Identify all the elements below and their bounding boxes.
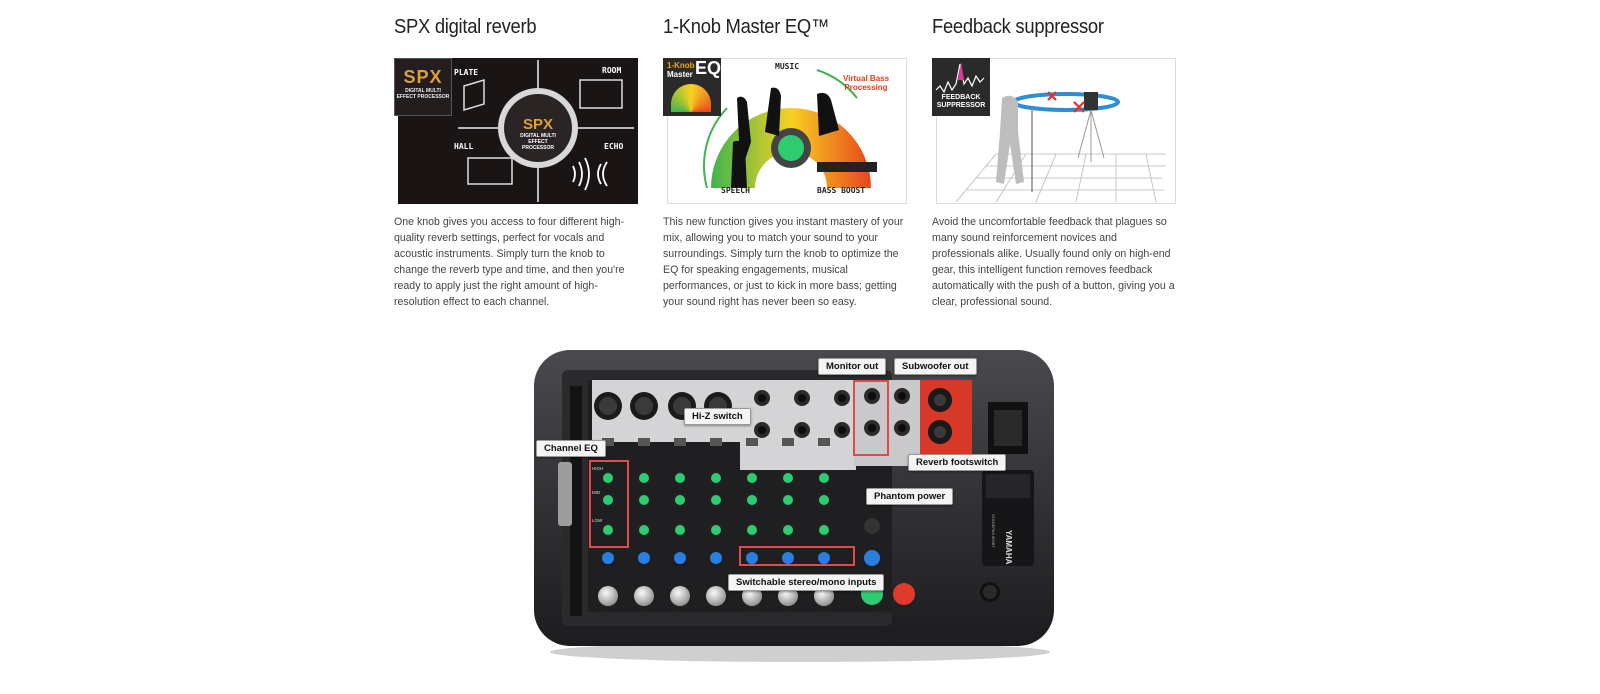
monitor-out-highlight	[853, 380, 889, 456]
spx-center-logo: SPX DIGITAL MULTI EFFECT PROCESSOR	[520, 116, 556, 151]
spx-label-echo: ECHO	[604, 142, 624, 151]
channel-number-label: 7/8	[784, 610, 793, 616]
channel-switch	[638, 438, 650, 446]
eq-badge-logo: 1-Knob Master EQ	[663, 58, 721, 116]
feature-spx-reverb: SPX digital reverb SPX DIGITAL MULTI EFF…	[394, 12, 638, 308]
spx-diagram	[458, 60, 634, 202]
level-knob	[634, 586, 654, 606]
eq-diagram	[703, 69, 877, 189]
reverb-knob	[602, 552, 614, 564]
master-level-knob	[893, 583, 915, 605]
callout-monitor-out: Monitor out	[818, 358, 887, 375]
channel-number-label: 9/10	[820, 610, 832, 616]
feature-title: Feedback suppressor	[932, 16, 1104, 38]
feature-description: Avoid the uncomfortable feedback that pl…	[932, 216, 1175, 308]
callout-subwoofer-out: Subwoofer out	[894, 358, 977, 375]
callout-phantom-power: Phantom power	[866, 488, 954, 505]
eq-band-label: MID	[592, 490, 601, 495]
level-knob	[778, 586, 798, 606]
channel-switch	[602, 438, 614, 446]
spx-reverb-image: SPX DIGITAL MULTI EFFECT PROCESSOR SPX D…	[394, 58, 638, 204]
spx-badge-logo: SPX DIGITAL MULTI EFFECT PROCESSOR	[394, 58, 452, 116]
channel-switch	[710, 438, 722, 446]
master-reverb-knob	[864, 550, 880, 566]
eq-label-bass-boost: BASS BOOST	[817, 186, 866, 195]
reverb-knob	[674, 552, 686, 564]
spx-label-hall: HALL	[454, 142, 474, 151]
channel-switch	[818, 438, 830, 446]
channel-switch	[782, 438, 794, 446]
channel-number-label: 1	[604, 610, 608, 616]
callout-reverb-footswitch: Reverb footswitch	[908, 454, 1007, 471]
mixer-illustration: YAMAHA STAGEPAS 600BT	[534, 350, 1054, 662]
feedback-waveform-icon	[935, 62, 985, 94]
level-knob	[706, 586, 726, 606]
callout-hiz-switch: Hi-Z switch	[684, 408, 751, 425]
stereo-mono-switch-highlight	[739, 546, 855, 566]
eq-label-virtual-bass: Virtual Bass Processing	[842, 74, 890, 92]
eq-label-speech: SPEECH	[721, 186, 750, 195]
callout-switchable-inputs: Switchable stereo/mono inputs	[728, 574, 885, 591]
feature-description: One knob gives you access to four differ…	[394, 216, 625, 308]
feedback-suppressor-image: FEEDBACK SUPPRESSOR	[932, 58, 1176, 204]
reverb-knob	[782, 552, 794, 564]
feedback-badge-logo: FEEDBACK SUPPRESSOR	[932, 58, 990, 116]
channel-number-label: 2	[640, 610, 644, 616]
mixer-model-text: STAGEPAS 600BT	[991, 514, 996, 548]
eq-label-music: MUSIC	[775, 62, 800, 71]
eq-band-label: LOW	[592, 518, 603, 523]
feature-title: 1-Knob Master EQ™	[663, 16, 830, 38]
channel-switch	[674, 438, 686, 446]
spx-label-plate: PLATE	[454, 68, 479, 77]
level-knob	[598, 586, 618, 606]
spx-label-room: ROOM	[602, 66, 622, 75]
channel-number-label: 5/6	[748, 610, 757, 616]
channel-eq-highlight	[589, 460, 629, 548]
feature-feedback-suppressor: Feedback suppressor FEEDBACK SUPPRESSOR	[932, 12, 1176, 308]
reverb-knob	[638, 552, 650, 564]
mixer-panel-image: YAMAHA STAGEPAS 600BT Monitor out Subwoo…	[532, 346, 1068, 664]
channel-number-label: 3	[676, 610, 680, 616]
reverb-knob	[818, 552, 830, 564]
eq-badge-knob-icon	[671, 84, 711, 112]
level-knob	[742, 586, 762, 606]
feedback-diagram	[955, 91, 1166, 203]
level-knob	[814, 586, 834, 606]
feature-master-eq: 1-Knob Master EQ™ 1-Knob Maste	[663, 12, 907, 308]
reverb-knob	[746, 552, 758, 564]
callout-channel-eq: Channel EQ	[536, 440, 606, 457]
reverb-knob	[710, 552, 722, 564]
channel-switch	[746, 438, 758, 446]
mixer-brand-text: YAMAHA	[1004, 530, 1013, 565]
monitor-level-knob	[864, 518, 880, 534]
eq-band-label: HIGH	[592, 466, 604, 471]
feature-description: This new function gives you instant mast…	[663, 216, 904, 308]
master-label: MASTER	[876, 610, 902, 616]
feature-title: SPX digital reverb	[394, 16, 537, 38]
master-eq-image: 1-Knob Master EQ MUSIC SPEECH BASS BOOST…	[663, 58, 907, 204]
channel-number-label: 4	[712, 610, 716, 616]
level-knob	[670, 586, 690, 606]
